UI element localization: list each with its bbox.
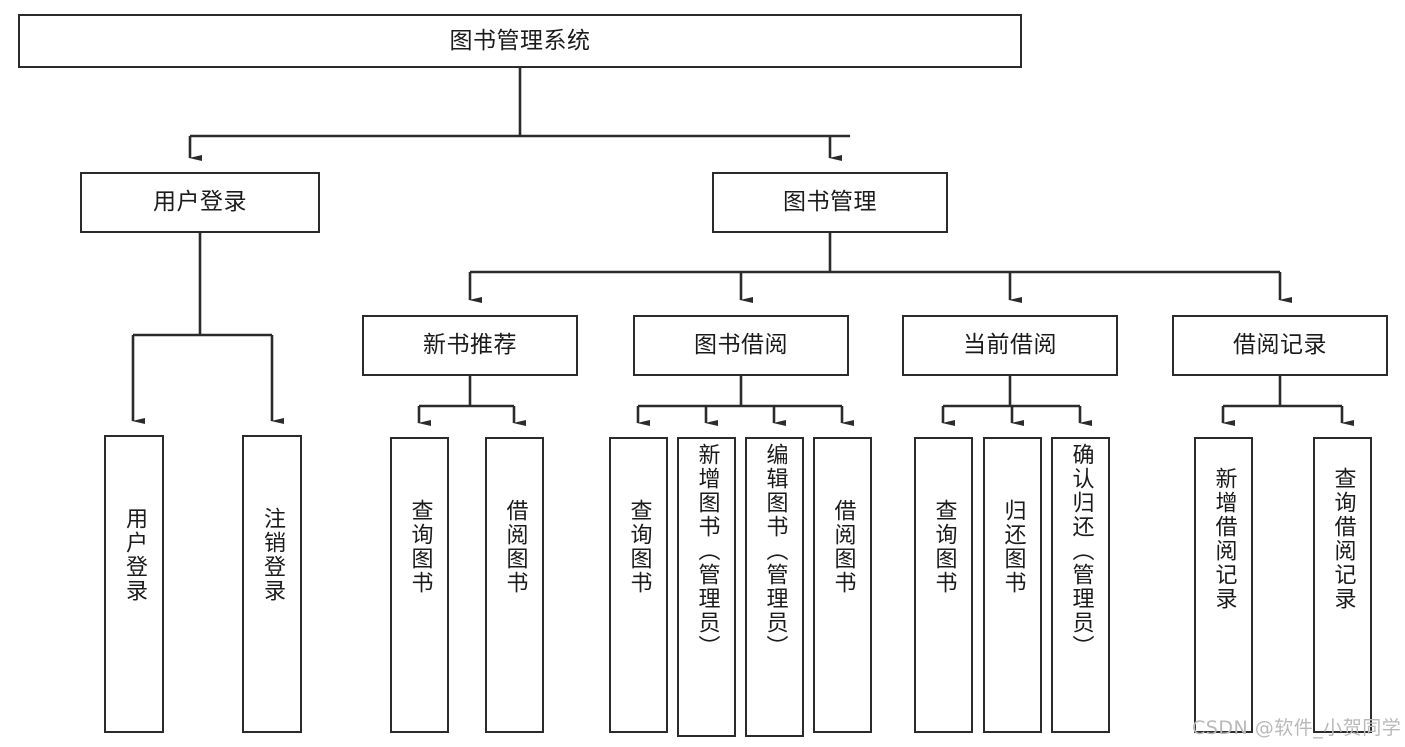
node-label: 查询图书 [626, 499, 652, 595]
node-label: 编辑图书（管理员） [762, 443, 788, 659]
node-current-borrow[interactable]: 当前借阅 [902, 315, 1118, 376]
node-new-book-recommend[interactable]: 新书推荐 [362, 315, 578, 376]
leaf-logout[interactable]: 注销登录 [242, 435, 302, 733]
node-label: 用户登录 [153, 189, 247, 216]
node-borrow-record[interactable]: 借阅记录 [1172, 315, 1388, 376]
leaf-confirm-return[interactable]: 确认归还（管理员） [1051, 437, 1110, 733]
csdn-watermark: CSDN @软件_小贺同学 [1192, 717, 1402, 739]
node-label: 查询借阅记录 [1330, 467, 1356, 611]
node-label: 用户登录 [122, 507, 147, 603]
node-label: 新书推荐 [423, 332, 517, 359]
node-label: 查询图书 [931, 499, 957, 595]
leaf-add-record[interactable]: 新增借阅记录 [1194, 437, 1253, 733]
leaf-borrow-book-1[interactable]: 借阅图书 [485, 437, 544, 733]
node-label: 图书借阅 [694, 332, 788, 359]
node-label: 新增图书（管理员） [694, 443, 720, 659]
node-label: 图书管理系统 [449, 27, 591, 54]
leaf-add-book[interactable]: 新增图书（管理员） [677, 437, 736, 737]
leaf-query-book-2[interactable]: 查询图书 [609, 437, 668, 733]
node-label: 借阅图书 [830, 499, 856, 595]
node-book-manage[interactable]: 图书管理 [712, 172, 948, 233]
node-label: 归还图书 [1000, 499, 1026, 595]
leaf-return-book[interactable]: 归还图书 [983, 437, 1042, 733]
leaf-user-login[interactable]: 用户登录 [104, 435, 164, 733]
node-root-system[interactable]: 图书管理系统 [18, 14, 1022, 68]
node-label: 注销登录 [260, 507, 285, 603]
node-book-borrow[interactable]: 图书借阅 [633, 315, 849, 376]
node-user-login[interactable]: 用户登录 [80, 172, 320, 233]
node-label: 新增借阅记录 [1211, 467, 1237, 611]
leaf-query-book-1[interactable]: 查询图书 [390, 437, 449, 733]
node-label: 借阅记录 [1233, 332, 1327, 359]
node-label: 当前借阅 [963, 332, 1057, 359]
leaf-edit-book[interactable]: 编辑图书（管理员） [745, 437, 804, 737]
leaf-query-record[interactable]: 查询借阅记录 [1313, 437, 1372, 733]
node-label: 图书管理 [783, 189, 877, 216]
node-label: 借阅图书 [502, 499, 528, 595]
node-label: 查询图书 [407, 499, 433, 595]
leaf-query-book-3[interactable]: 查询图书 [914, 437, 973, 733]
node-label: 确认归还（管理员） [1068, 443, 1094, 659]
leaf-borrow-book-2[interactable]: 借阅图书 [813, 437, 872, 733]
